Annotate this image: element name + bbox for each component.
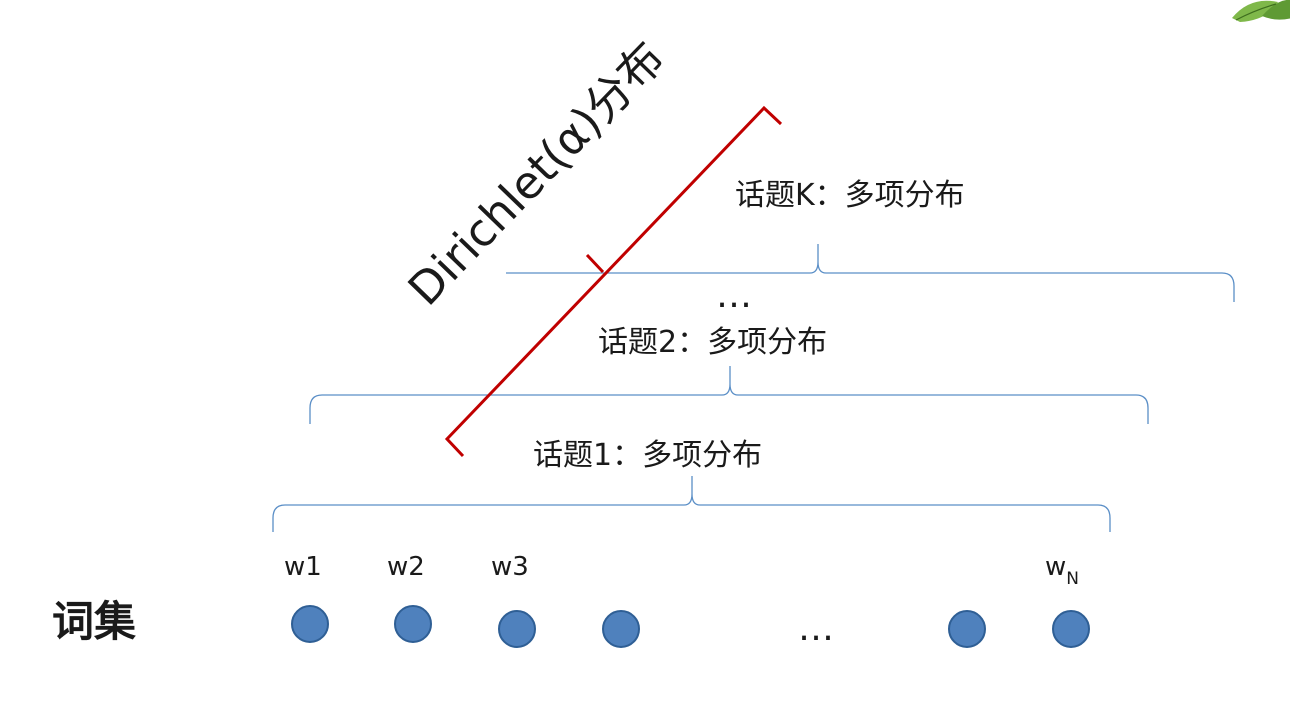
topic-k-label: 话题K：多项分布: [735, 178, 965, 213]
topic-2-label: 话题2：多项分布: [598, 325, 827, 360]
word-label-wN-base: w: [1045, 552, 1066, 582]
word-node: [291, 605, 329, 643]
word-label-w1: w1: [284, 552, 322, 582]
topic-1-brace: [272, 476, 1111, 532]
word-label-wN-sub: N: [1066, 569, 1079, 589]
topic-1-label: 话题1：多项分布: [533, 438, 762, 473]
word-node: [602, 610, 640, 648]
vocabulary-label: 词集: [52, 597, 136, 646]
word-label-w2: w2: [387, 552, 425, 582]
word-label-wN: wN: [1045, 552, 1079, 589]
topic-k-brace: [506, 244, 1235, 302]
word-label-w3: w3: [491, 552, 529, 582]
word-node: [394, 605, 432, 643]
words-ellipsis: …: [798, 608, 834, 649]
topic-2-brace: [309, 366, 1149, 424]
word-node: [498, 610, 536, 648]
dirichlet-brace: [444, 105, 783, 458]
topics-ellipsis: …: [716, 275, 752, 316]
word-node: [948, 610, 986, 648]
word-node: [1052, 610, 1090, 648]
leaf-icon: [1232, 0, 1290, 22]
